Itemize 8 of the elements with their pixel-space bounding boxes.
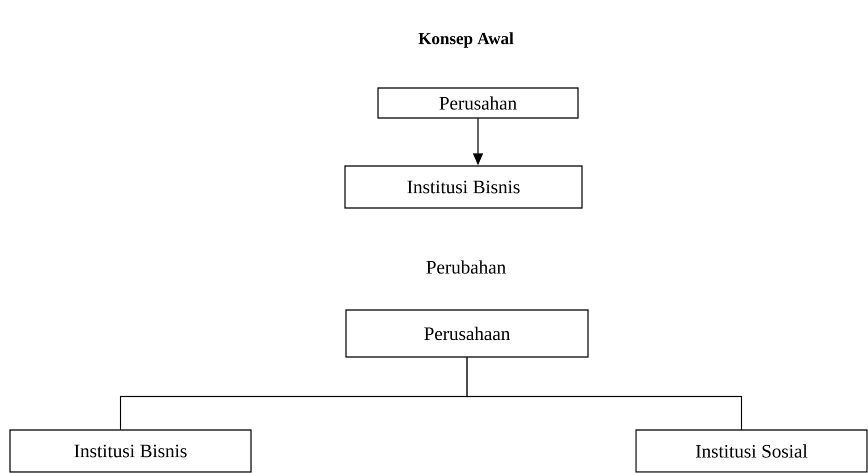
box: Institusi Bisnis xyxy=(344,165,583,209)
box: Perusahaan xyxy=(345,309,589,358)
title: Konsep Awal xyxy=(418,32,514,48)
box: Perusahan xyxy=(377,87,579,119)
label: Perubahan xyxy=(426,260,506,274)
box: Institusi Sosial xyxy=(635,429,868,473)
connector xyxy=(466,358,742,430)
box: Institusi Bisnis xyxy=(9,429,252,473)
